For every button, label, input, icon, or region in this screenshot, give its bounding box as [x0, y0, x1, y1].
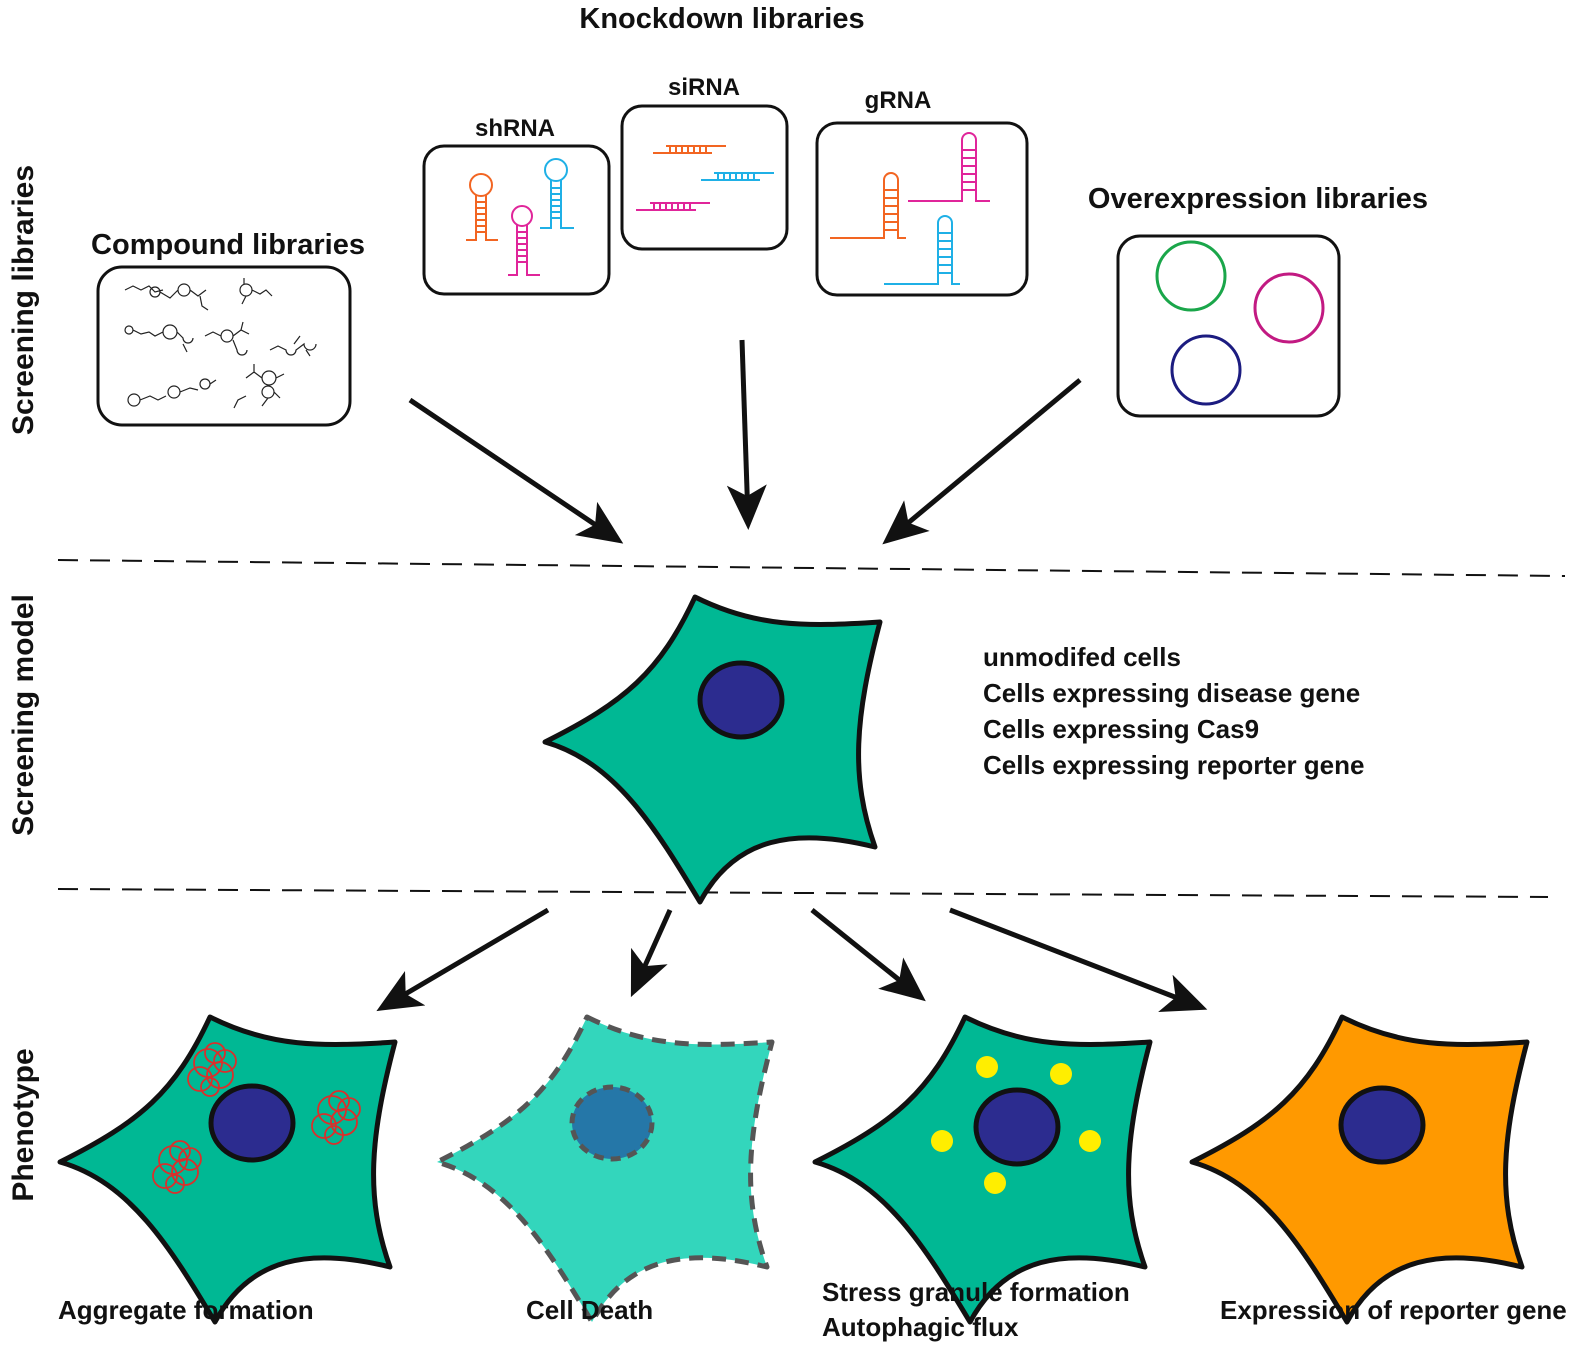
- model-nucleus: [697, 660, 785, 740]
- plasmid-navy: [1170, 334, 1242, 406]
- aggregate-cluster-1: [187, 1042, 237, 1097]
- shrna-label: shRNA: [475, 115, 555, 142]
- shrna-hairpin-blue: [540, 158, 574, 229]
- phenotype-label-aggregate: Aggregate formation: [58, 1295, 314, 1325]
- sirna-duplex-magenta: [636, 202, 710, 211]
- compound-library-box: [96, 265, 352, 427]
- grna-magenta: [908, 132, 990, 202]
- dead-cell: [437, 1017, 772, 1322]
- model-list-item-4: Cells expressing reporter gene: [983, 750, 1364, 780]
- stress-granule: [976, 1056, 998, 1078]
- compound-heading: Compound libraries: [91, 229, 365, 261]
- overexpression-heading: Overexpression libraries: [1088, 183, 1428, 215]
- arrow-knockdown-to-model: [726, 339, 767, 530]
- arrow-to-reporter: [949, 907, 1208, 1013]
- stress-granule: [984, 1172, 1006, 1194]
- shrna-box: [422, 144, 611, 296]
- arrow-overexpression-to-model: [882, 378, 1082, 545]
- model-list-item-1: unmodifed cells: [983, 642, 1181, 672]
- sirna-box: [620, 104, 789, 251]
- stress-granule-cell: [815, 1017, 1150, 1322]
- reporter-nucleus: [1338, 1085, 1426, 1165]
- aggregate-cluster-3: [152, 1140, 202, 1194]
- shrna-hairpin-orange: [466, 173, 498, 241]
- knockdown-heading: Knockdown libraries: [579, 3, 864, 35]
- plasmid-magenta: [1253, 272, 1325, 344]
- aggregate-nucleus: [208, 1083, 296, 1163]
- grna-orange: [830, 172, 906, 239]
- grna-blue: [884, 215, 960, 285]
- shrna-hairpin-magenta: [508, 205, 540, 276]
- aggregate-cell: [60, 1017, 395, 1322]
- arrow-to-cell-death: [630, 908, 673, 998]
- plasmid-green: [1155, 240, 1227, 312]
- phenotype-label-stress-granule: Stress granule formation: [822, 1277, 1130, 1307]
- model-cell: [545, 597, 880, 902]
- section-label-phenotype: Phenotype: [7, 1048, 40, 1201]
- sirna-label: siRNA: [668, 74, 740, 101]
- phenotype-label-autophagic-flux: Autophagic flux: [822, 1312, 1019, 1342]
- sirna-duplex-blue: [701, 172, 774, 181]
- phenotype-label-reporter: Expression of reporter gene: [1220, 1295, 1567, 1325]
- grna-box: [815, 121, 1029, 297]
- dead-nucleus: [569, 1084, 655, 1162]
- reporter-cell: [1192, 1017, 1527, 1322]
- arrow-to-aggregate: [376, 907, 550, 1012]
- arrow-compound-to-model: [408, 397, 624, 544]
- stress-granule: [931, 1130, 953, 1152]
- phenotype-label-cell-death: Cell Death: [526, 1295, 653, 1325]
- arrow-to-stress-granule: [810, 908, 926, 1002]
- separator-bottom: [57, 888, 1549, 898]
- separator-top: [57, 559, 1566, 577]
- section-label-libraries: Screening libraries: [7, 165, 40, 435]
- section-label-model: Screening model: [7, 594, 40, 836]
- overexpression-box: [1116, 234, 1341, 418]
- aggregate-cluster-2: [311, 1090, 361, 1145]
- model-list-item-3: Cells expressing Cas9: [983, 714, 1259, 744]
- stress-granule: [1050, 1063, 1072, 1085]
- molecule-structures: [124, 278, 317, 409]
- stress-granule: [1079, 1130, 1101, 1152]
- grna-label: gRNA: [865, 87, 932, 114]
- stress-nucleus: [973, 1087, 1061, 1167]
- sirna-duplex-orange: [653, 145, 726, 154]
- model-list-item-2: Cells expressing disease gene: [983, 678, 1360, 708]
